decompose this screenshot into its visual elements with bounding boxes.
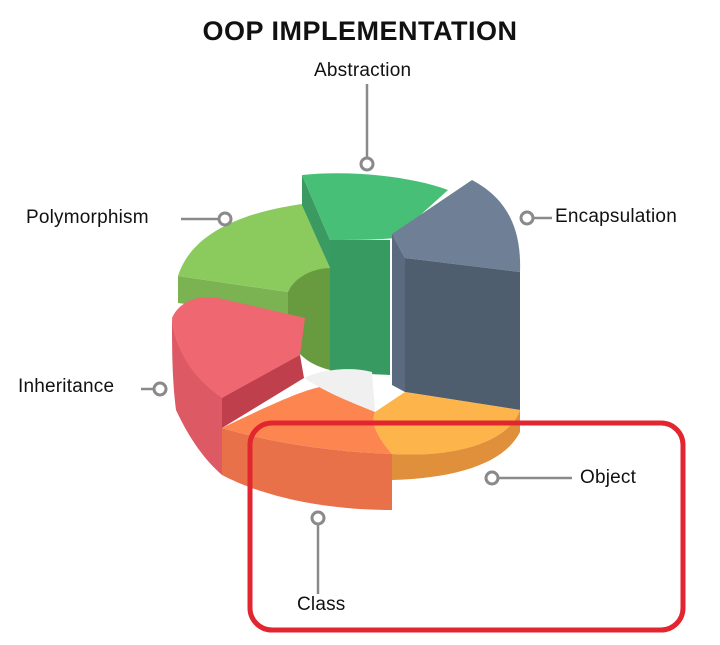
label-class: Class	[297, 594, 346, 615]
highlight-box	[247, 420, 686, 633]
dot-object	[484, 470, 500, 486]
segment-abstraction	[302, 173, 448, 375]
diagram-title: OOP IMPLEMENTATION	[202, 16, 518, 46]
label-inheritance: Inheritance	[18, 376, 115, 397]
label-polymorphism: Polymorphism	[26, 207, 149, 228]
segment-inheritance	[172, 297, 305, 475]
dot-inheritance	[152, 381, 168, 397]
label-abstraction: Abstraction	[314, 60, 412, 81]
dot-abstraction	[359, 156, 375, 172]
segment-encapsulation	[392, 180, 521, 410]
label-encapsulation: Encapsulation	[555, 206, 677, 227]
label-object: Object	[580, 467, 637, 488]
dot-class	[310, 510, 326, 526]
dot-polymorphism	[217, 211, 233, 227]
dot-encapsulation	[519, 210, 535, 226]
segment-object	[373, 392, 520, 480]
